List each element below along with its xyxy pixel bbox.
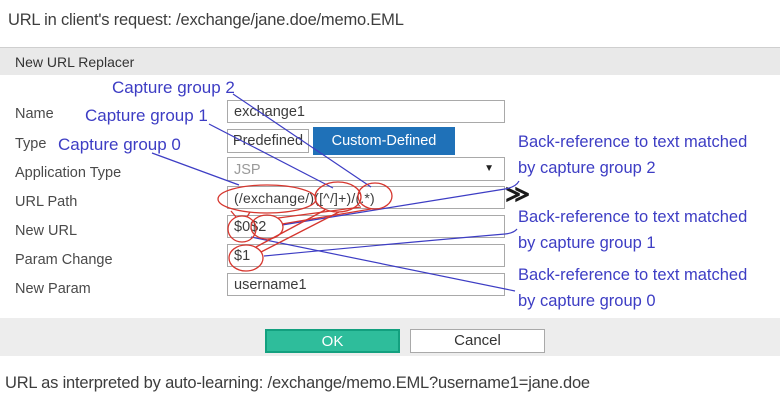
annotation-back-ref-2: Back-reference to text matched by captur… <box>518 129 747 181</box>
annotation-capture-group-0: Capture group 0 <box>58 135 181 154</box>
dialog-title-bar: New URL Replacer <box>0 47 780 75</box>
annotation-back-ref-1: Back-reference to text matched by captur… <box>518 204 747 256</box>
type-custom-defined-label: Custom-Defined <box>331 133 437 149</box>
annotation-back-ref-1-line1: Back-reference to text matched <box>518 208 748 226</box>
type-predefined-label: Predefined <box>232 133 304 149</box>
param-change-input[interactable] <box>227 244 505 267</box>
url-path-label: URL Path <box>15 194 78 210</box>
type-predefined-button[interactable]: Predefined <box>227 129 309 153</box>
dialog-title: New URL Replacer <box>15 54 135 70</box>
annotation-back-ref-2-line2: by capture group 2 <box>518 159 656 177</box>
interpreted-url-text: URL as interpreted by auto-learning: /ex… <box>5 374 590 392</box>
annotation-back-ref-1-line2: by capture group 1 <box>518 234 656 252</box>
param-change-label: Param Change <box>15 252 113 268</box>
annotation-back-ref-0: Back-reference to text matched by captur… <box>518 262 747 314</box>
name-input[interactable] <box>227 100 505 123</box>
application-type-select[interactable]: JSP ▼ <box>227 157 505 181</box>
type-label: Type <box>15 136 47 152</box>
annotation-capture-group-1: Capture group 1 <box>85 106 208 125</box>
annotation-back-ref-2-line1: Back-reference to text matched <box>518 133 748 151</box>
application-type-value: JSP <box>234 162 261 178</box>
annotation-back-ref-0-line1: Back-reference to text matched <box>518 266 748 284</box>
name-label: Name <box>15 106 54 122</box>
cancel-button[interactable]: Cancel <box>410 329 545 353</box>
new-param-label: New Param <box>15 281 91 297</box>
request-url-text: URL in client's request: /exchange/jane.… <box>8 11 404 29</box>
new-url-input[interactable] <box>227 215 505 238</box>
line-capture-group-0 <box>151 152 240 186</box>
ok-button[interactable]: OK <box>265 329 400 353</box>
annotation-capture-group-2: Capture group 2 <box>112 78 235 97</box>
application-type-label: Application Type <box>15 165 122 181</box>
annotation-back-ref-0-line2: by capture group 0 <box>518 292 656 310</box>
type-custom-defined-button[interactable]: Custom-Defined <box>313 127 455 155</box>
chevron-down-icon: ▼ <box>484 163 494 174</box>
new-url-label: New URL <box>15 223 78 239</box>
url-path-input[interactable] <box>227 186 505 209</box>
new-param-input[interactable] <box>227 273 505 296</box>
